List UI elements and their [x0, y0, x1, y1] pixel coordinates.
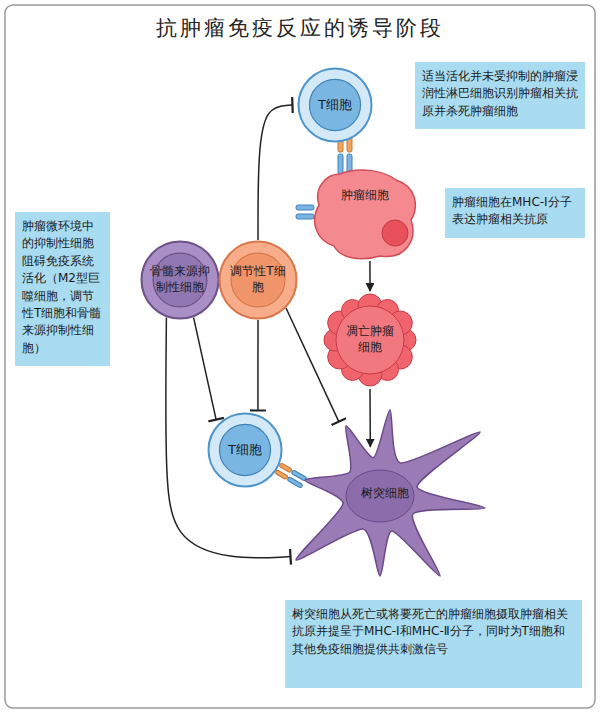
- tumor-membrane: [315, 170, 416, 259]
- cell-label: 调节性T细胞: [227, 264, 289, 295]
- apoptotic-body: [336, 306, 404, 374]
- arrow-line: [369, 389, 371, 447]
- callout-box: 适当活化并未受抑制的肿瘤浸润性淋巴细胞识别肿瘤相关抗原并杀死肿瘤细胞: [415, 62, 585, 129]
- callout-box: 肿瘤微环境中的抑制性细胞阻碍免疫系统活化（M2型巨噬细胞，调节性T细胞和骨髓来源…: [15, 212, 110, 366]
- cell-label: T细胞: [312, 97, 358, 114]
- text-block: 适当活化并未受抑制的肿瘤浸润性淋巴细胞识别肿瘤相关抗原并杀死肿瘤细胞: [422, 68, 578, 120]
- text-block: 树突细胞: [355, 486, 415, 502]
- cell-label: 肿瘤细胞: [335, 188, 395, 204]
- t-cell: T细胞: [207, 412, 283, 488]
- treg-cell: 调节性T细胞: [218, 240, 298, 320]
- cell-membrane: [299, 69, 372, 142]
- text-block: 肿瘤细胞在MHC-Ⅰ分子表达肿瘤相关抗原: [452, 194, 578, 229]
- callout-text: 肿瘤微环境中的抑制性细胞阻碍免疫系统活化（M2型巨噬细胞，调节性T细胞和骨髓来源…: [22, 218, 103, 357]
- frame: [5, 5, 595, 708]
- callout-box: 树突细胞从死亡或将要死亡的肿瘤细胞摄取肿瘤相关抗原并提呈于MHC-Ⅰ和MHC-Ⅱ…: [285, 600, 582, 688]
- callout-box: 肿瘤细胞在MHC-Ⅰ分子表达肿瘤相关抗原: [445, 188, 585, 238]
- inhibition-line: [257, 320, 259, 410]
- inhibition-line: [166, 318, 291, 558]
- dendritic-membrane: [296, 410, 485, 576]
- text-block: 凋亡肿瘤细胞: [345, 324, 395, 355]
- text-block: 肿瘤细胞: [335, 188, 395, 204]
- cell-nucleus: [219, 424, 270, 475]
- dendritic-cell: 树突细胞: [280, 400, 490, 580]
- text-block: 调节性T细胞: [227, 264, 289, 295]
- t-cell: T细胞: [297, 67, 373, 143]
- text-block: 树突细胞从死亡或将要死亡的肿瘤细胞摄取肿瘤相关抗原并提呈于MHC-Ⅰ和MHC-Ⅱ…: [292, 606, 575, 658]
- callout-text: 适当活化并未受抑制的肿瘤浸润性淋巴细胞识别肿瘤相关抗原并杀死肿瘤细胞: [422, 68, 578, 120]
- arrow-line: [369, 261, 371, 291]
- cell-label: 凋亡肿瘤细胞: [345, 324, 395, 355]
- cell-membrane: [142, 242, 219, 319]
- tumor-nucleus: [382, 220, 408, 246]
- cell-shape: [310, 160, 420, 262]
- inhibition-line: [194, 318, 217, 420]
- receptor-bottom: [275, 463, 307, 488]
- cell-label: 骨髓来源抑制性细胞: [149, 264, 211, 295]
- mdsc-cell: 骨髓来源抑制性细胞: [140, 240, 220, 320]
- cell-membrane: [209, 414, 282, 487]
- cell-nucleus: [309, 79, 360, 130]
- text-block: T细胞: [222, 442, 268, 459]
- cell-label: 树突细胞: [355, 486, 415, 502]
- text-block: 骨髓来源抑制性细胞: [149, 264, 211, 295]
- text-block: 肿瘤微环境中的抑制性细胞阻碍免疫系统活化（M2型巨噬细胞，调节性T细胞和骨髓来源…: [22, 218, 103, 357]
- inhibition-line: [258, 105, 292, 240]
- tumor-cell: 肿瘤细胞: [310, 160, 420, 262]
- callout-text: 肿瘤细胞在MHC-Ⅰ分子表达肿瘤相关抗原: [452, 194, 578, 229]
- text-block: T细胞: [312, 97, 358, 114]
- cell-membrane: [220, 242, 297, 319]
- callout-text: 树突细胞从死亡或将要死亡的肿瘤细胞摄取肿瘤相关抗原并提呈于MHC-Ⅰ和MHC-Ⅱ…: [292, 606, 575, 658]
- receptor-tumor-left: [296, 205, 314, 219]
- dendritic-nucleus: [346, 470, 414, 522]
- diagram-title: 抗肿瘤免疫反应的诱导阶段: [0, 14, 600, 42]
- apoptotic-cell: 凋亡肿瘤细胞: [322, 293, 418, 387]
- cell-label: T细胞: [222, 442, 268, 459]
